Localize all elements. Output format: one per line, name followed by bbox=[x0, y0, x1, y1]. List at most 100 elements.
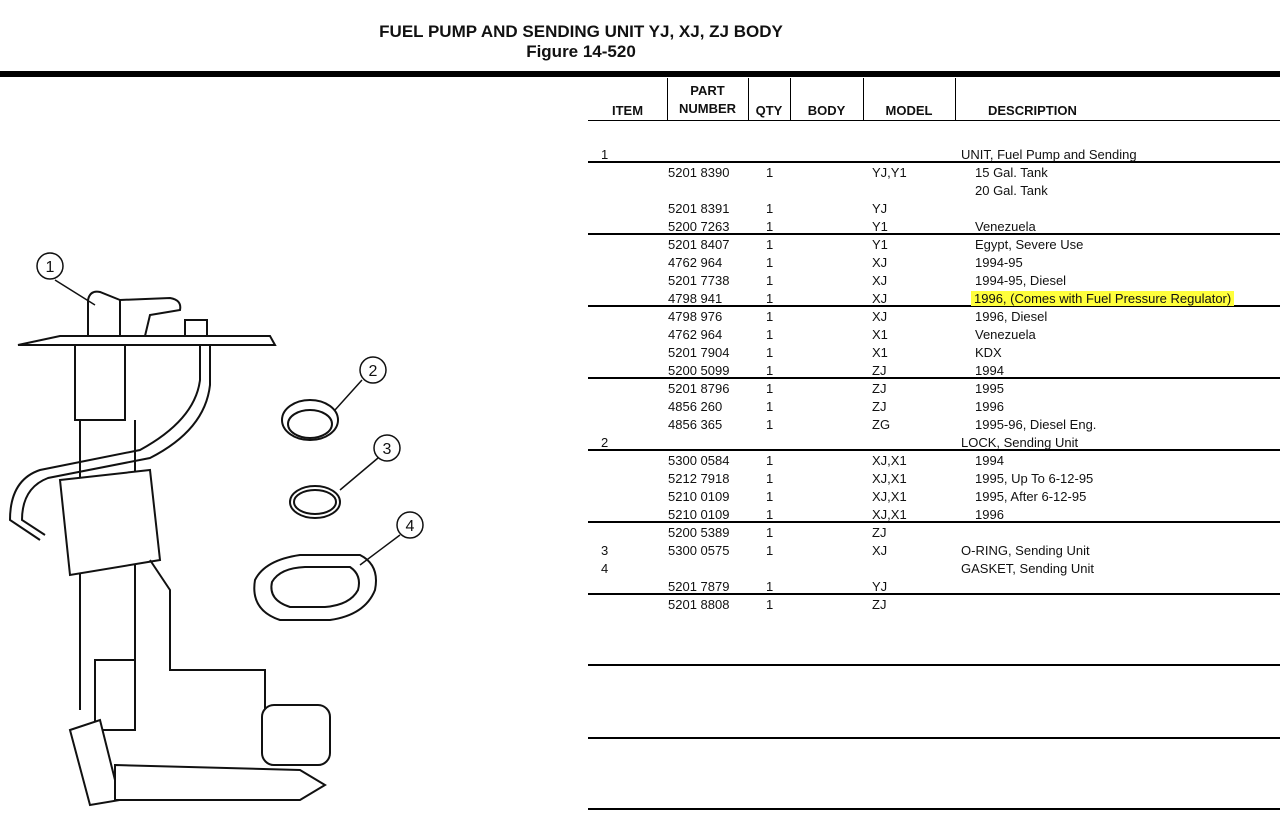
cell-qty: 1 bbox=[766, 417, 774, 432]
table-row: 5200 5389 1 ZJ bbox=[588, 523, 1280, 541]
part-header-line2: NUMBER bbox=[678, 101, 737, 116]
cell-part: 5201 8808 bbox=[668, 597, 730, 612]
cell-desc: 1995 bbox=[975, 381, 1004, 396]
cell-qty: 1 bbox=[766, 291, 774, 306]
cell-model: YJ bbox=[872, 201, 888, 216]
cell-part: 5200 7263 bbox=[668, 219, 730, 234]
cell-desc: LOCK, Sending Unit bbox=[961, 435, 1079, 450]
cell-qty: 1 bbox=[766, 165, 774, 180]
cell-part: 4762 964 bbox=[668, 255, 723, 270]
table-row: 5300 0584 1 XJ,X1 1994 bbox=[588, 451, 1280, 469]
cell-part: 4798 976 bbox=[668, 309, 723, 324]
callout-4: 4 bbox=[406, 518, 415, 535]
cell-part: 5201 8407 bbox=[668, 237, 730, 252]
cell-part: 5201 8796 bbox=[668, 381, 730, 396]
column-divider bbox=[863, 78, 864, 120]
cell-qty: 1 bbox=[766, 219, 774, 234]
column-divider bbox=[667, 78, 668, 120]
cell-item: 1 bbox=[601, 147, 609, 162]
cell-desc: 20 Gal. Tank bbox=[975, 183, 1048, 198]
cell-desc: Egypt, Severe Use bbox=[975, 237, 1084, 252]
cell-model: YJ bbox=[872, 579, 888, 594]
cell-part: 5210 0109 bbox=[668, 507, 730, 522]
cell-part: 5300 0584 bbox=[668, 453, 730, 468]
cell-part: 5300 0575 bbox=[668, 543, 730, 558]
cell-qty: 1 bbox=[766, 543, 774, 558]
cell-model: XJ bbox=[872, 291, 888, 306]
cell-part: 4762 964 bbox=[668, 327, 723, 342]
cell-model: Y1 bbox=[872, 237, 888, 252]
cell-model: ZJ bbox=[872, 525, 887, 540]
cell-model: YJ,Y1 bbox=[872, 165, 907, 180]
part-header-line1: PART bbox=[690, 83, 725, 98]
cell-part: 5201 8390 bbox=[668, 165, 730, 180]
callout-3: 3 bbox=[383, 441, 392, 458]
title-divider bbox=[0, 71, 1280, 77]
cell-model: X1 bbox=[872, 327, 888, 342]
cell-desc: 1994 bbox=[975, 453, 1004, 468]
cell-qty: 1 bbox=[766, 453, 774, 468]
column-divider bbox=[748, 78, 749, 120]
column-header-body: BODY bbox=[807, 103, 846, 118]
cell-qty: 1 bbox=[766, 525, 774, 540]
cell-model: Y1 bbox=[872, 219, 888, 234]
cell-item: 4 bbox=[601, 561, 609, 576]
cell-part: 5200 5389 bbox=[668, 525, 730, 540]
cell-desc: 1995, After 6-12-95 bbox=[975, 489, 1087, 504]
cell-qty: 1 bbox=[766, 345, 774, 360]
cell-part: 4856 260 bbox=[668, 399, 723, 414]
cell-qty: 1 bbox=[766, 255, 774, 270]
cell-qty: 1 bbox=[766, 273, 774, 288]
cell-desc: Venezuela bbox=[975, 327, 1036, 342]
table-row: 2 LOCK, Sending Unit bbox=[588, 433, 1280, 451]
cell-model: ZJ bbox=[872, 363, 887, 378]
column-header-description: DESCRIPTION bbox=[988, 103, 1077, 118]
cell-desc: O-RING, Sending Unit bbox=[961, 543, 1090, 558]
cell-desc: 1995-96, Diesel Eng. bbox=[975, 417, 1097, 432]
column-header-part-number: PART NUMBER bbox=[667, 80, 748, 120]
cell-item: 2 bbox=[601, 435, 609, 450]
cell-model: XJ,X1 bbox=[872, 507, 907, 522]
column-divider bbox=[790, 78, 791, 120]
table-row: 4762 964 1 X1 Venezuela bbox=[588, 325, 1280, 343]
cell-qty: 1 bbox=[766, 327, 774, 342]
page-title: FUEL PUMP AND SENDING UNIT YJ, XJ, ZJ BO… bbox=[379, 22, 783, 41]
cell-part: 5201 7904 bbox=[668, 345, 730, 360]
cell-part: 5201 7738 bbox=[668, 273, 730, 288]
cell-desc: 1996, (Comes with Fuel Pressure Regulato… bbox=[971, 291, 1235, 306]
cell-qty: 1 bbox=[766, 381, 774, 396]
header-divider bbox=[588, 120, 1280, 121]
cell-model: ZJ bbox=[872, 597, 887, 612]
cell-model: XJ,X1 bbox=[872, 453, 907, 468]
cell-desc: 1994-95 bbox=[975, 255, 1023, 270]
cell-model: XJ bbox=[872, 273, 888, 288]
cell-qty: 1 bbox=[766, 399, 774, 414]
cell-model: XJ,X1 bbox=[872, 489, 907, 504]
cell-desc: 1996, Diesel bbox=[975, 309, 1048, 324]
cell-qty: 1 bbox=[766, 471, 774, 486]
cell-qty: 1 bbox=[766, 489, 774, 504]
cell-qty: 1 bbox=[766, 237, 774, 252]
cell-qty: 1 bbox=[766, 507, 774, 522]
cell-desc: GASKET, Sending Unit bbox=[961, 561, 1094, 576]
cell-model: XJ bbox=[872, 543, 888, 558]
cell-part: 5201 8391 bbox=[668, 201, 730, 216]
cell-qty: 1 bbox=[766, 597, 774, 612]
cell-desc: 1996 bbox=[975, 507, 1004, 522]
cell-model: X1 bbox=[872, 345, 888, 360]
cell-qty: 1 bbox=[766, 363, 774, 378]
